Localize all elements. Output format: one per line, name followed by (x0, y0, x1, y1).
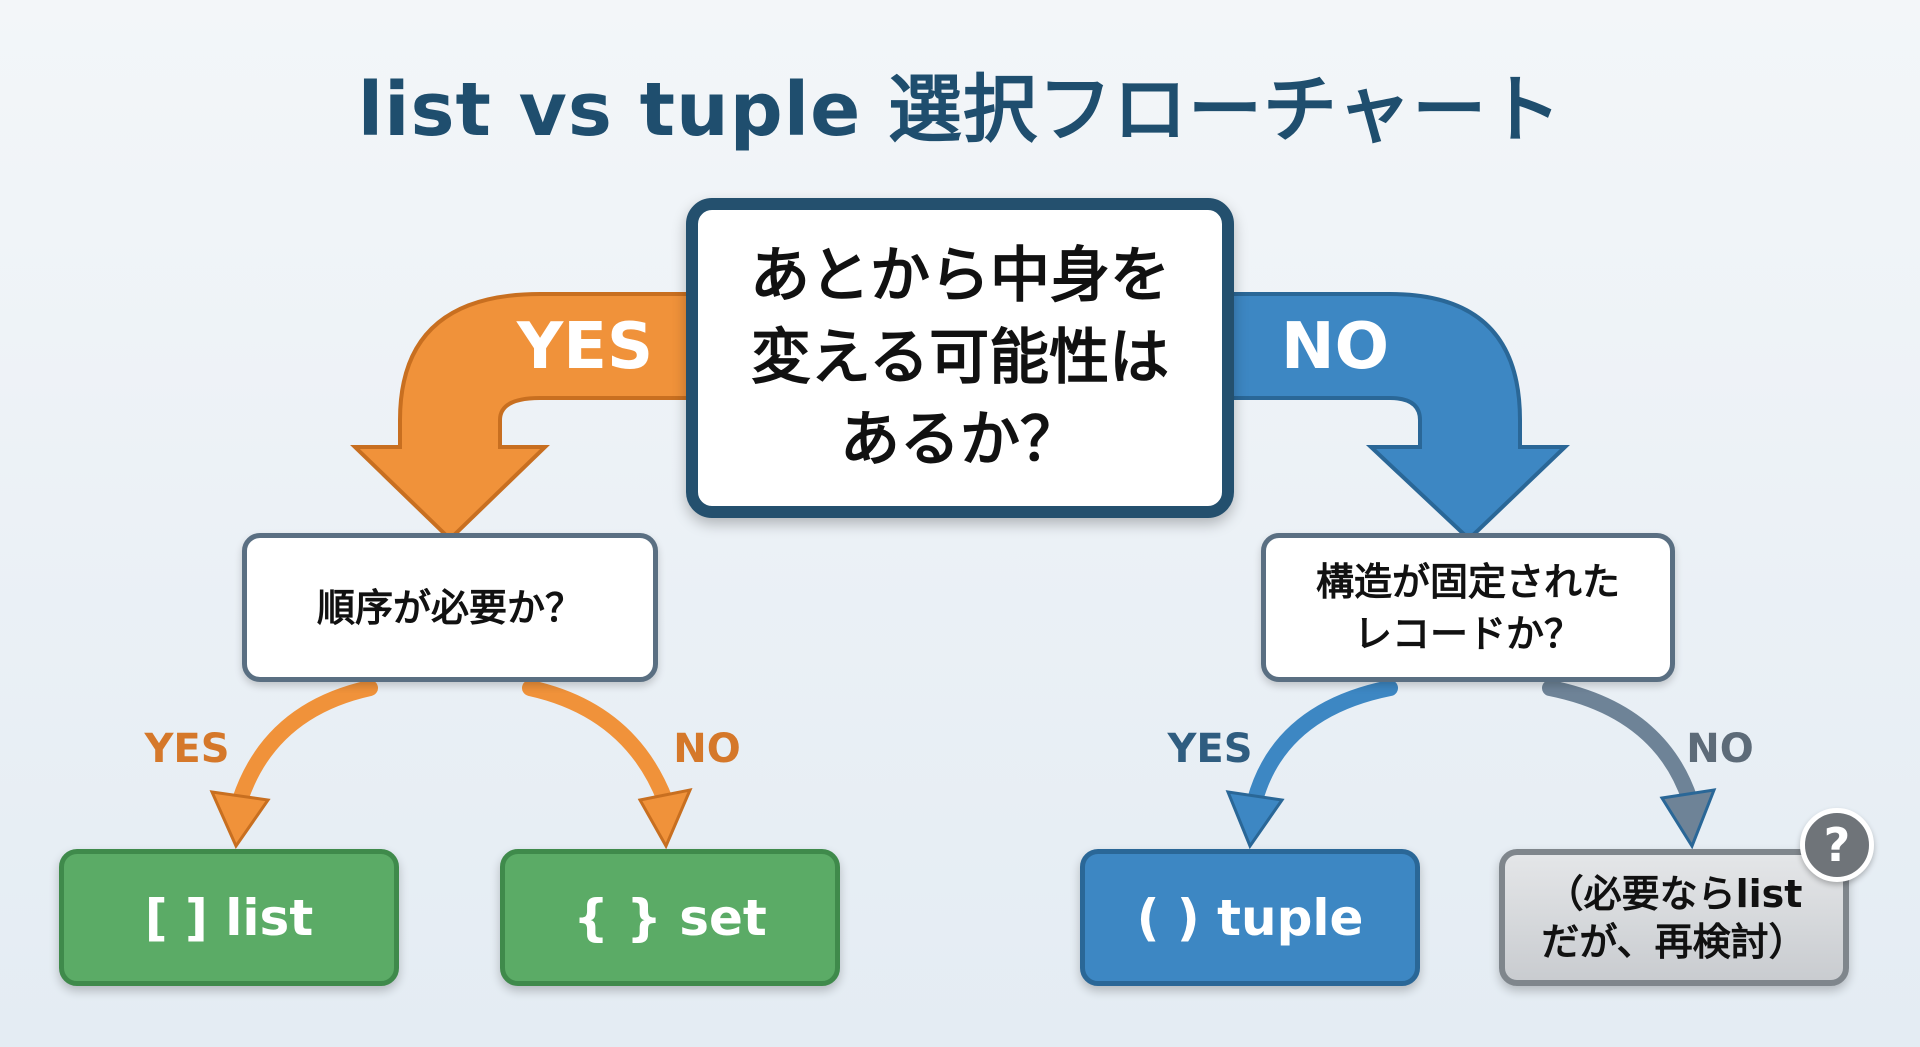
result-tuple-text: ( ) tuple (1136, 888, 1364, 947)
main-question-box: あとから中身を変える可能性はあるか？ (686, 198, 1234, 518)
result-set-text: { } set (573, 888, 767, 947)
left-yes-label: YES (144, 726, 230, 772)
result-reconsider-text: （必要ならlistだが、再検討） (1541, 871, 1807, 964)
right-yes-arrow (1247, 680, 1398, 808)
main-yes-label: YES (516, 310, 654, 384)
right-yes-label: YES (1167, 726, 1253, 772)
left-no-arrow (522, 680, 673, 808)
right-question-text: 構造が固定されたレコードか？ (1315, 559, 1620, 656)
left-question-text: 順序が必要か？ (316, 585, 583, 630)
yes-arrow-main (350, 292, 692, 542)
left-no-label: NO (673, 726, 741, 772)
no-arrow-main (1228, 292, 1570, 542)
right-question-box: 構造が固定されたレコードか？ (1261, 533, 1675, 682)
main-question-text: あとから中身を変える可能性はあるか？ (750, 241, 1170, 475)
left-question-box: 順序が必要か？ (242, 533, 658, 682)
page-title: list vs tuple 選択フローチャート (357, 67, 1563, 153)
right-no-arrow (1542, 680, 1698, 808)
result-list: [ ] list (59, 849, 399, 986)
main-no-label: NO (1281, 310, 1389, 384)
result-set: { } set (500, 849, 840, 986)
result-list-text: [ ] list (144, 888, 314, 947)
result-reconsider: （必要ならlistだが、再検討） (1499, 849, 1849, 986)
left-yes-arrow (232, 680, 378, 808)
result-tuple: ( ) tuple (1080, 849, 1420, 986)
question-badge-icon: ? (1800, 808, 1874, 882)
right-no-label: NO (1686, 726, 1754, 772)
